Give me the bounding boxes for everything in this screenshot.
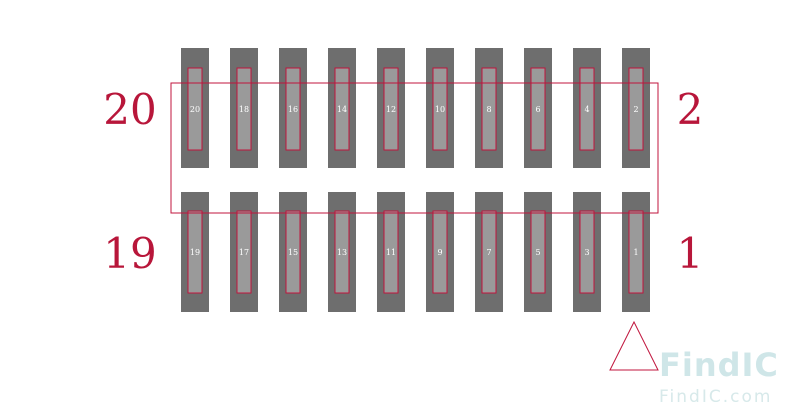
pin-outline <box>187 210 203 294</box>
pad-9: 9 <box>426 192 454 312</box>
corner-label-top-left: 20 <box>103 85 156 134</box>
pin-number-label: 19 <box>190 248 200 257</box>
pad-4: 4 <box>573 48 601 168</box>
pad-20: 20 <box>181 48 209 168</box>
pin-number-label: 8 <box>486 105 491 114</box>
pad-6: 6 <box>524 48 552 168</box>
pad-10: 10 <box>426 48 454 168</box>
pin-number-label: 9 <box>437 248 442 257</box>
pin-outline <box>187 67 203 151</box>
pin-outline <box>579 67 595 151</box>
pin-number-label: 15 <box>288 248 298 257</box>
pin-outline <box>285 67 301 151</box>
pin-outline <box>530 210 546 294</box>
pad-1: 1 <box>622 192 650 312</box>
watermark-url: FindIC.com <box>659 387 772 407</box>
pin-outline <box>481 210 497 294</box>
pin-outline <box>530 67 546 151</box>
pad-18: 18 <box>230 48 258 168</box>
pin-outline <box>481 67 497 151</box>
pad-2: 2 <box>622 48 650 168</box>
pin-outline <box>383 210 399 294</box>
pin-number-label: 18 <box>239 105 249 114</box>
pin-number-label: 11 <box>386 248 396 257</box>
pin-number-label: 14 <box>337 105 347 114</box>
watermark-logo: FindIC FindIC.com <box>659 346 779 407</box>
pad-11: 11 <box>377 192 405 312</box>
pin-outline <box>285 210 301 294</box>
pin-outline <box>432 67 448 151</box>
corner-label-bottom-right: 1 <box>677 229 704 278</box>
pin-number-label: 5 <box>535 248 540 257</box>
corner-label-bottom-left: 19 <box>103 229 156 278</box>
pin-number-label: 1 <box>633 248 638 257</box>
pin-number-label: 12 <box>386 105 396 114</box>
top-pad-row: 20 18 16 14 12 10 8 6 4 2 <box>181 48 650 168</box>
corner-label-top-right: 2 <box>677 85 704 134</box>
pin-number-label: 3 <box>584 248 589 257</box>
pad-19: 19 <box>181 192 209 312</box>
pad-15: 15 <box>279 192 307 312</box>
pin1-triangle-marker <box>609 320 659 371</box>
pin-outline <box>628 67 644 151</box>
watermark-brand: FindIC <box>659 346 779 384</box>
pin-outline <box>236 67 252 151</box>
pin-outline <box>579 210 595 294</box>
pin-outline <box>334 210 350 294</box>
pad-3: 3 <box>573 192 601 312</box>
pin-number-label: 16 <box>288 105 298 114</box>
pin-outline <box>236 210 252 294</box>
pad-7: 7 <box>475 192 503 312</box>
pin-outline <box>334 67 350 151</box>
pin-number-label: 13 <box>337 248 347 257</box>
pad-16: 16 <box>279 48 307 168</box>
pin-number-label: 6 <box>535 105 540 114</box>
pin-outline <box>383 67 399 151</box>
pad-13: 13 <box>328 192 356 312</box>
pad-12: 12 <box>377 48 405 168</box>
pad-17: 17 <box>230 192 258 312</box>
pad-14: 14 <box>328 48 356 168</box>
pin-number-label: 2 <box>633 105 638 114</box>
pin-outline <box>628 210 644 294</box>
pin-number-label: 10 <box>435 105 445 114</box>
component-body-outline <box>170 82 659 214</box>
pin-outline <box>432 210 448 294</box>
pin-number-label: 7 <box>486 248 491 257</box>
pin-number-label: 17 <box>239 248 249 257</box>
pad-8: 8 <box>475 48 503 168</box>
pad-5: 5 <box>524 192 552 312</box>
pin-number-label: 4 <box>584 105 589 114</box>
pin-number-label: 20 <box>190 105 200 114</box>
bottom-pad-row: 19 17 15 13 11 9 7 5 3 1 <box>181 192 650 312</box>
